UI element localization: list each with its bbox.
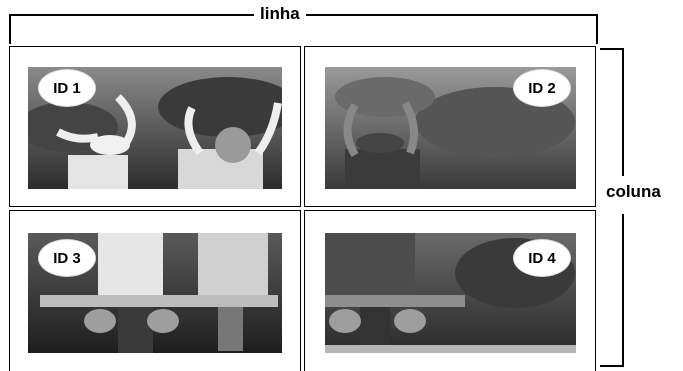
column-bracket-bottom-tick bbox=[600, 365, 624, 367]
id-badge-2: ID 2 bbox=[513, 69, 571, 107]
id-badge-4: ID 4 bbox=[513, 239, 571, 277]
column-label: coluna bbox=[606, 182, 661, 202]
row-bracket-right-tick bbox=[596, 14, 598, 44]
id-badge-1: ID 1 bbox=[38, 69, 96, 107]
column-bracket-line-top bbox=[622, 48, 624, 176]
photo-two-people-arms-raised bbox=[28, 67, 282, 189]
column-bracket-top-tick bbox=[600, 48, 624, 50]
column-bracket-line-bottom bbox=[622, 214, 624, 367]
row-bracket-left-tick bbox=[9, 14, 11, 44]
row-label: linha bbox=[254, 4, 306, 24]
id-badge-3: ID 3 bbox=[38, 239, 96, 277]
screen-panel-2: ID 2 bbox=[304, 46, 596, 207]
screen-panel-4: ID 4 bbox=[304, 210, 596, 371]
screen-panel-1: ID 1 bbox=[9, 46, 301, 207]
photo-one-person-arms-raised bbox=[325, 67, 576, 189]
screen-panel-3: ID 3 bbox=[9, 210, 301, 371]
